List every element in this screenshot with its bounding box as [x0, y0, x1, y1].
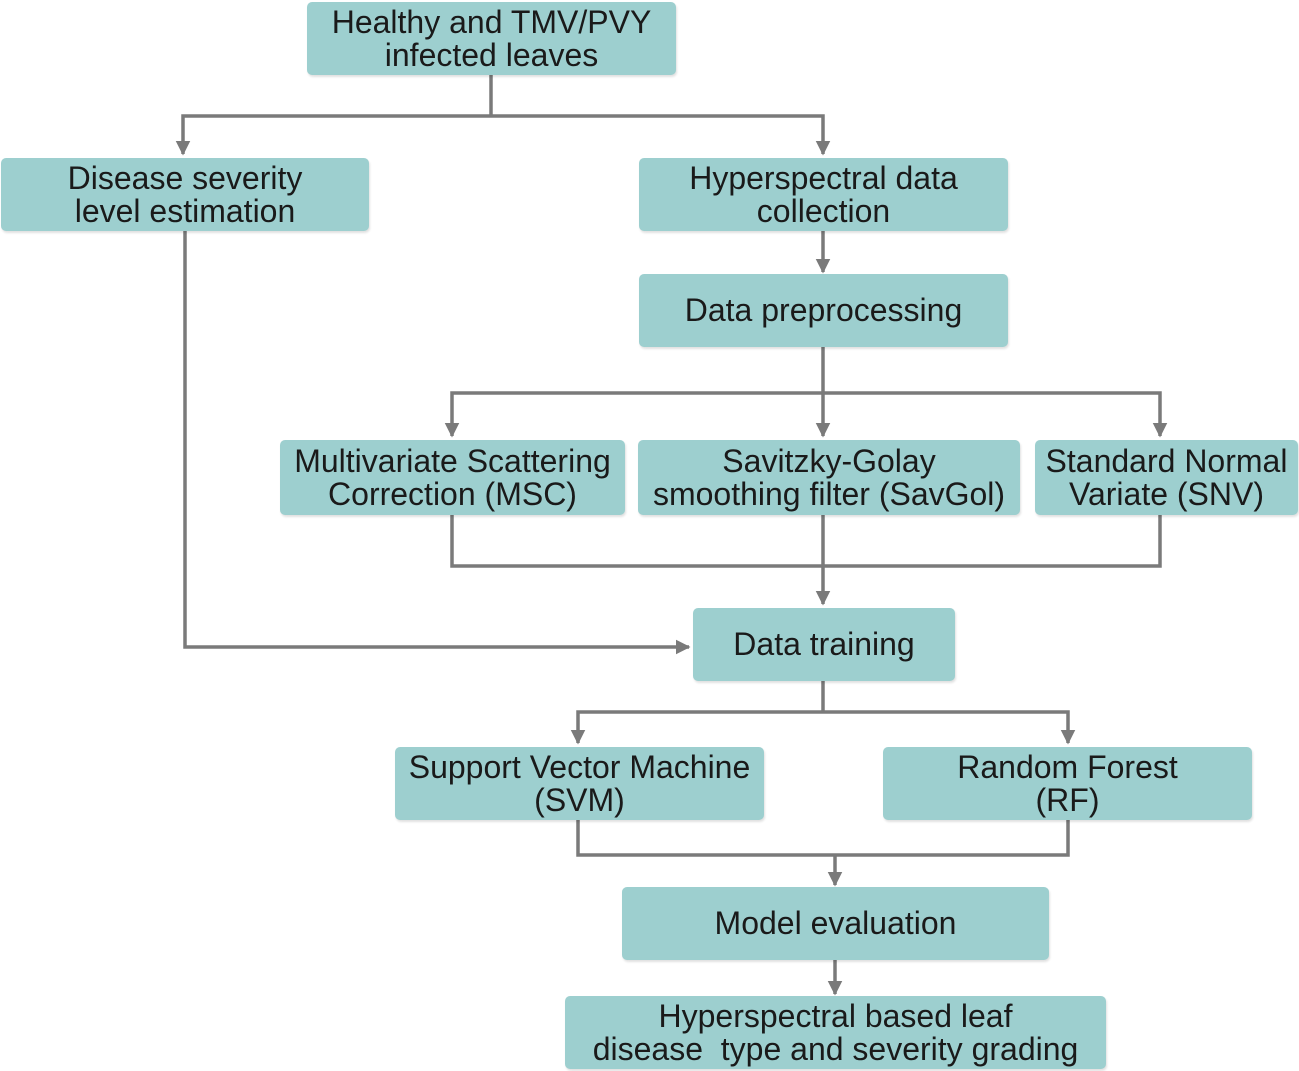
- connector-msc-merge: [450, 515, 1162, 568]
- node-svm: Support Vector Machine (SVM): [395, 747, 764, 820]
- node-training-line-1: Data training: [733, 626, 915, 662]
- arrow-to-hyperspectral: [491, 114, 831, 156]
- arrow-to-msc: [444, 391, 823, 438]
- node-msc-line-1: Multivariate Scattering: [294, 442, 611, 479]
- node-snv-line-1: Standard Normal: [1045, 442, 1288, 479]
- arrow-to-rf: [823, 710, 1076, 745]
- node-preprocessing-line-1: Data preprocessing: [684, 292, 963, 328]
- node-savgol-line-1: Savitzky-Golay: [722, 442, 936, 479]
- node-savgol-line-2: smoothing filter (SavGol): [652, 475, 1006, 512]
- node-evaluation-line-1: Model evaluation: [714, 905, 957, 941]
- node-msc: Multivariate Scattering Correction (MSC): [280, 440, 625, 515]
- node-leaves-line-1: Healthy and TMV/PVY: [331, 3, 652, 40]
- node-svm-line-2: (SVM): [534, 781, 625, 818]
- connector-models-merge: [576, 820, 1070, 857]
- node-rf-line-1: Random Forest: [957, 748, 1178, 785]
- node-hyperspectral: Hyperspectral data collection: [639, 158, 1008, 231]
- arrow-severity-to-training: [183, 231, 691, 655]
- node-severity-line-1: Disease severity: [67, 159, 303, 196]
- node-grading-line-1: Hyperspectral based leaf: [658, 997, 1013, 1034]
- node-savgol: Savitzky-Golay smoothing filter (SavGol): [638, 440, 1020, 515]
- node-grading: Hyperspectral based leaf disease type an…: [565, 996, 1106, 1069]
- node-hyperspectral-line-1: Hyperspectral data: [689, 159, 958, 196]
- node-leaves: Healthy and TMV/PVY infected leaves: [307, 2, 676, 75]
- node-rf-line-2: (RF): [1035, 781, 1100, 818]
- arrow-to-svm: [570, 710, 823, 745]
- node-grading-line-2: disease type and severity grading: [592, 1030, 1079, 1067]
- arrow-to-snv: [823, 391, 1168, 438]
- node-svm-line-1: Support Vector Machine: [408, 748, 751, 785]
- arrow-to-severity: [175, 114, 491, 156]
- node-leaves-line-2: infected leaves: [384, 36, 599, 73]
- node-rf: Random Forest (RF): [883, 747, 1252, 820]
- node-severity: Disease severity level estimation: [1, 158, 369, 231]
- node-snv-line-2: Variate (SNV): [1068, 475, 1264, 512]
- node-snv: Standard Normal Variate (SNV): [1035, 440, 1298, 515]
- node-evaluation: Model evaluation: [622, 887, 1049, 960]
- node-hyperspectral-line-2: collection: [756, 192, 891, 229]
- node-severity-line-2: level estimation: [74, 192, 296, 229]
- node-training: Data training: [693, 608, 955, 681]
- node-msc-line-2: Correction (MSC): [328, 475, 577, 512]
- node-preprocessing: Data preprocessing: [639, 274, 1008, 347]
